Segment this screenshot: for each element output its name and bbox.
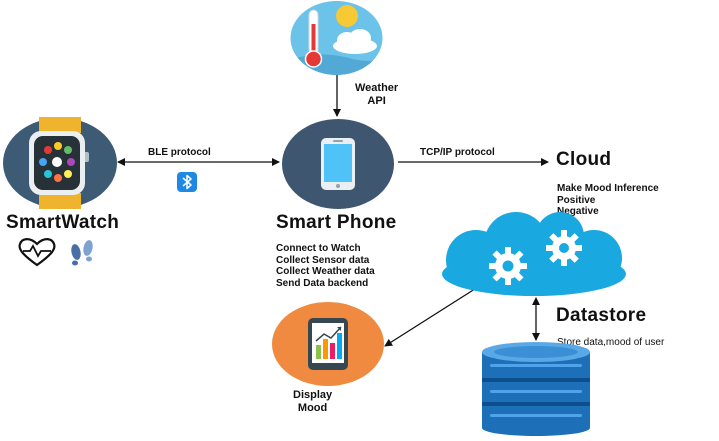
bluetooth-icon [177, 172, 197, 192]
chart-tablet-icon [272, 302, 384, 386]
datastore-label: Datastore [556, 305, 647, 326]
cloud-task: Positive [557, 194, 596, 206]
phone-task: Connect to Watch [276, 243, 361, 254]
weather-api-label: Weather API [355, 82, 398, 108]
edge-cloud-display [384, 286, 479, 347]
cloud-task: Make Mood Inference [557, 183, 659, 194]
smartphone-label: Smart Phone [276, 212, 397, 233]
smartphone-node [281, 118, 395, 210]
display-label-line2: Mood [297, 402, 328, 414]
smartwatch-label: SmartWatch [6, 212, 120, 233]
datastore-node [476, 340, 596, 436]
display-label-line1: Display [293, 389, 333, 401]
phone-task: Send Data backend [276, 277, 369, 289]
cloud-task: Negative [557, 206, 599, 217]
weather-api-node [289, 0, 384, 76]
heart-pulse-icon [18, 238, 56, 267]
phone-task: Collect Weather data [276, 266, 375, 277]
cloud-task-list: Make Mood Inference Positive Negative [557, 183, 659, 218]
thermometer-sun-cloud-icon [290, 1, 383, 75]
weather-label-line2: API [367, 95, 386, 107]
tcpip-protocol-label: TCP/IP protocol [420, 147, 495, 158]
smartwatch-icon [3, 117, 117, 209]
datastore-note: Store data,mood of user [557, 337, 665, 348]
smartphone-icon [282, 119, 394, 209]
cloud-gears-icon [442, 212, 626, 296]
footprints-icon [71, 240, 93, 266]
display-mood-label: Display Mood [293, 389, 332, 415]
weather-label-line1: Weather [355, 82, 399, 94]
phone-task: Collect Sensor data [276, 254, 370, 266]
cloud-node [438, 212, 630, 302]
cloud-label: Cloud [556, 149, 612, 170]
smartphone-task-list: Connect to Watch Collect Sensor data Col… [276, 243, 375, 289]
ble-protocol-label: BLE protocol [148, 147, 211, 158]
display-mood-node [271, 301, 385, 387]
smartwatch-node [2, 117, 118, 209]
database-icon [482, 342, 590, 436]
